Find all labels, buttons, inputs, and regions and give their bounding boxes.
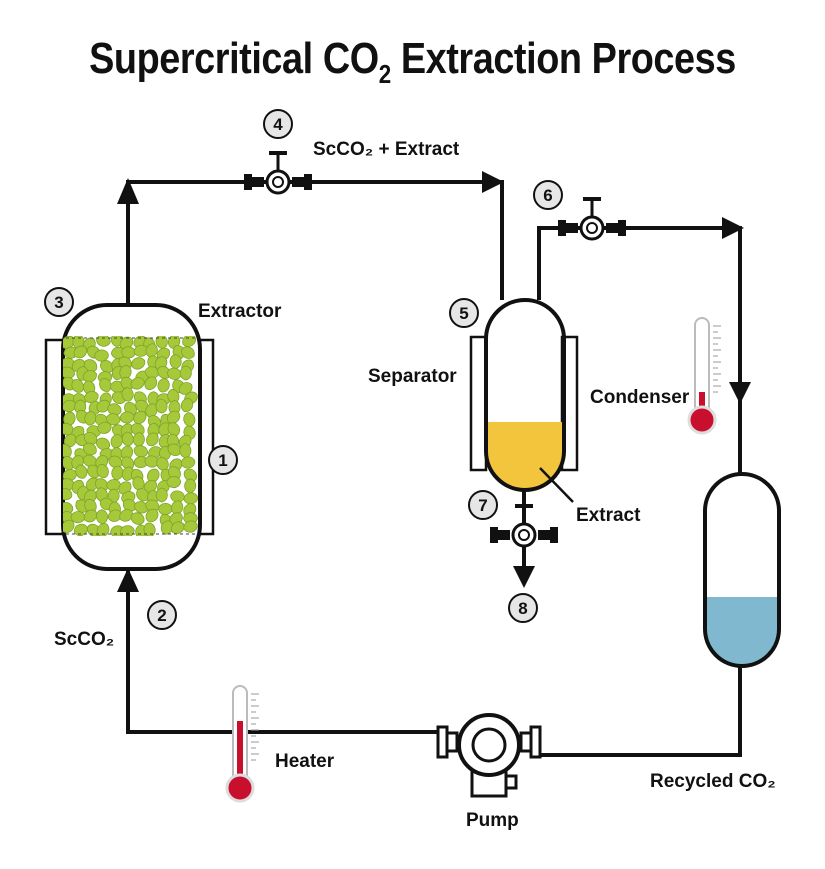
marker-5: 5 <box>449 298 479 328</box>
svg-text:1: 1 <box>218 451 227 470</box>
step-markers: 1 2 3 4 5 6 7 8 <box>44 109 563 630</box>
separator-jacket-left <box>469 335 488 472</box>
label-recycled-co2: Recycled CO₂ <box>650 771 776 792</box>
pipes <box>126 180 742 757</box>
label-condenser: Condenser <box>590 387 690 408</box>
pipe-condenser-to-pump <box>540 667 742 757</box>
separator-vessel <box>469 298 579 503</box>
svg-text:6: 6 <box>543 186 552 205</box>
marker-2: 2 <box>147 600 177 630</box>
label-extract: Extract <box>576 505 641 526</box>
label-pump: Pump <box>466 810 519 831</box>
extract-pointer <box>539 467 574 503</box>
valve-4[interactable] <box>244 151 312 195</box>
heater-thermometer-icon <box>225 685 259 803</box>
marker-7: 7 <box>468 490 498 520</box>
svg-text:4: 4 <box>273 115 283 134</box>
diagram-title: Supercritical CO2 Extraction Process <box>89 34 736 89</box>
leaf-shape <box>179 365 192 381</box>
arrow-right-to-condenser <box>722 217 744 239</box>
valve-7[interactable] <box>490 504 558 548</box>
label-scco2-extract: ScCO₂ + Extract <box>313 139 460 160</box>
marker-6: 6 <box>533 180 563 210</box>
leaf-shape <box>166 475 182 489</box>
leaf-shape <box>178 442 192 459</box>
pump[interactable] <box>436 713 542 798</box>
label-extractor: Extractor <box>198 301 282 322</box>
valve-6[interactable] <box>558 197 626 241</box>
marker-8: 8 <box>508 593 538 623</box>
pipe-pump-to-extractor <box>126 570 438 734</box>
extractor-vessel <box>44 303 215 571</box>
arrow-up-extractor-inlet <box>117 568 139 592</box>
leaf-shape <box>157 502 174 516</box>
condenser-thermometer-icon <box>687 317 721 435</box>
pipe-extractor-to-separator <box>126 180 504 305</box>
marker-3: 3 <box>44 287 74 317</box>
svg-text:3: 3 <box>54 293 63 312</box>
svg-text:2: 2 <box>157 606 166 625</box>
arrow-down-outlet <box>513 566 535 588</box>
extractor-jacket-left <box>44 338 65 536</box>
condenser-vessel <box>703 472 781 668</box>
svg-text:7: 7 <box>478 496 487 515</box>
marker-4: 4 <box>263 109 293 139</box>
arrow-down-condenser <box>729 382 751 404</box>
label-separator: Separator <box>368 366 457 387</box>
label-heater: Heater <box>275 751 335 772</box>
arrow-right-to-separator <box>482 171 504 193</box>
leaf-shape <box>155 487 169 503</box>
pipe-separator-to-condenser <box>537 226 742 476</box>
marker-1: 1 <box>208 445 238 475</box>
svg-text:5: 5 <box>459 304 468 323</box>
leaf-shape <box>183 478 197 494</box>
flow-arrows <box>117 171 751 592</box>
arrow-up-extractor-outlet <box>117 178 139 204</box>
label-scco2: ScCO₂ <box>54 629 114 650</box>
svg-text:8: 8 <box>518 599 527 618</box>
